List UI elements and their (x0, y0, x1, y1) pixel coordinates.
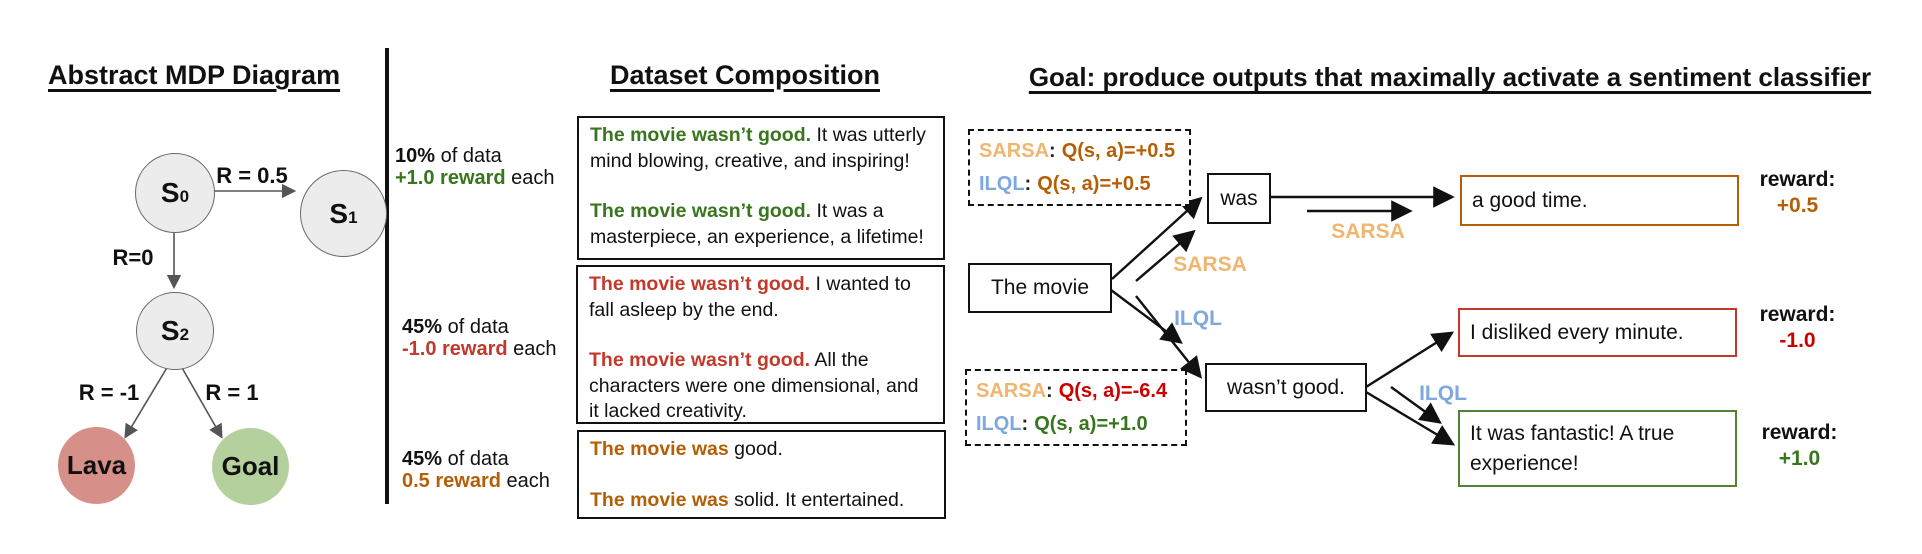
edge-label-ilql-step: ILQL (1419, 382, 1467, 405)
mdp-edges (124, 183, 297, 439)
reward-label: reward: (1759, 168, 1836, 191)
example-rest: All the characters were one dimensional,… (589, 349, 919, 422)
reward-value: -1.0 reward (402, 338, 508, 360)
dataset-group-label: 45% of data -1.0 reward each (402, 316, 557, 360)
reward-block-bottom: reward: +1.0 (1742, 420, 1857, 472)
edge-label-rplus1: R = 1 (205, 380, 259, 405)
example-prefix: The movie was (590, 438, 729, 460)
qvalue-box-top: SARSA:Q(s, a)=+0.5 ILQL:Q(s, a)=+0.5 (968, 129, 1191, 206)
tree-node-root: The movie (968, 263, 1112, 313)
q-value: Q(s, a)=+0.5 (1061, 140, 1176, 162)
example-rest: It was a masterpiece, an experience, a l… (590, 200, 924, 248)
dataset-example: The movie wasn’t good. It was a masterpi… (590, 199, 932, 250)
q-value: Q(s, a)=+0.5 (1037, 173, 1151, 195)
example-rest: It was utterly mind blowing, creative, a… (590, 124, 926, 172)
reward-rest: each (500, 470, 550, 492)
dataset-example: The movie was good. (590, 437, 933, 463)
reward-block-top: reward: +0.5 (1740, 167, 1855, 219)
mdp-panel-title: Abstract MDP Diagram (48, 60, 341, 90)
example-prefix: The movie wasn’t good. (590, 200, 812, 222)
edge-label-r0: R=0 (112, 245, 154, 270)
dataset-example: The movie wasn’t good. I wanted to fall … (589, 272, 932, 323)
output-node-good-time: a good time. (1460, 175, 1739, 226)
example-rest: solid. It entertained. (728, 488, 905, 511)
example-rest: good. (728, 438, 783, 460)
output-node-disliked: I disliked every minute. (1458, 308, 1737, 357)
state-subscript: 0 (179, 187, 190, 206)
dataset-example: The movie wasn’t good. All the character… (589, 348, 932, 425)
sarsa-label: SARSA (976, 380, 1047, 402)
dataset-box-negative: The movie wasn’t good. I wanted to fall … (576, 265, 945, 424)
reward-amount: -1.0 (1779, 329, 1816, 352)
edge-label-r05: R = 0.5 (216, 163, 288, 188)
reward-label: reward: (1759, 303, 1836, 326)
example-rest: I wanted to fall asleep by the end. (589, 273, 911, 321)
dataset-example: The movie wasn’t good. It was utterly mi… (590, 123, 932, 174)
edge-label-sarsa-branch: SARSA (1173, 253, 1247, 276)
pct-value: 10% (395, 145, 436, 167)
reward-rest: each (505, 167, 555, 189)
dataset-group-label: 45% of data 0.5 reward each (402, 448, 550, 492)
tree-node-wasnt-good: wasn’t good. (1205, 363, 1367, 412)
state-label: S (160, 315, 180, 346)
q-value: Q(s, a)=+1.0 (1034, 413, 1148, 435)
edge-label-sarsa-step: SARSA (1331, 220, 1405, 243)
terminal-node-goal: Goal (212, 428, 289, 505)
reward-label: reward: (1761, 421, 1838, 444)
sarsa-label: SARSA (979, 140, 1050, 162)
tree-edges (1110, 186, 1456, 446)
tree-node-was: was (1207, 173, 1271, 224)
pct-value: 45% (402, 316, 443, 338)
reward-value: 0.5 reward (402, 470, 501, 492)
separator: : (1024, 173, 1032, 195)
state-subscript: 1 (348, 207, 358, 227)
pct-rest: of data (442, 316, 509, 338)
q-row-sarsa: SARSA:Q(s, a)=-6.4 (976, 375, 1185, 408)
example-prefix: The movie was (590, 488, 729, 511)
edge-label-rminus1: R = -1 (78, 380, 140, 405)
state-label: S (329, 197, 349, 229)
example-prefix: The movie wasn’t good. (589, 273, 811, 295)
reward-amount: +0.5 (1776, 194, 1819, 217)
example-prefix: The movie wasn’t good. (589, 349, 811, 371)
output-node-fantastic: It was fantastic! A true experience! (1458, 410, 1737, 487)
separator: : (1021, 413, 1029, 435)
qvalue-box-bottom: SARSA:Q(s, a)=-6.4 ILQL:Q(s, a)=+1.0 (965, 369, 1187, 446)
edge-label-ilql-branch: ILQL (1174, 307, 1222, 330)
pct-rest: of data (442, 448, 509, 470)
dataset-group-label: 10% of data +1.0 reward each (395, 145, 555, 189)
q-row-ilql: ILQL:Q(s, a)=+1.0 (976, 408, 1185, 441)
q-value: Q(s, a)=-6.4 (1058, 380, 1168, 402)
ilql-label: ILQL (979, 173, 1025, 195)
reward-block-middle: reward: -1.0 (1740, 302, 1855, 354)
pct-value: 45% (402, 448, 443, 470)
goal-panel-title: Goal: produce outputs that maximally act… (1028, 62, 1872, 92)
example-prefix: The movie wasn’t good. (590, 124, 812, 146)
q-row-sarsa: SARSA:Q(s, a)=+0.5 (979, 135, 1189, 168)
state-subscript: 2 (179, 325, 190, 344)
reward-rest: each (507, 338, 557, 360)
terminal-node-lava: Lava (58, 427, 135, 504)
state-label: S (160, 177, 180, 208)
separator: : (1046, 380, 1053, 402)
panel-divider (385, 48, 389, 504)
pct-rest: of data (435, 145, 502, 167)
separator: : (1049, 140, 1056, 162)
reward-value: +1.0 reward (395, 167, 506, 189)
q-row-ilql: ILQL:Q(s, a)=+0.5 (979, 168, 1189, 201)
dataset-example: The movie was solid. It entertained. (590, 488, 933, 514)
dataset-panel-title: Dataset Composition (609, 60, 881, 90)
reward-amount: +1.0 (1778, 447, 1821, 470)
ilql-label: ILQL (976, 413, 1022, 435)
dataset-box-neutral: The movie was good. The movie was solid.… (577, 430, 946, 519)
dataset-box-positive: The movie wasn’t good. It was utterly mi… (577, 116, 945, 260)
